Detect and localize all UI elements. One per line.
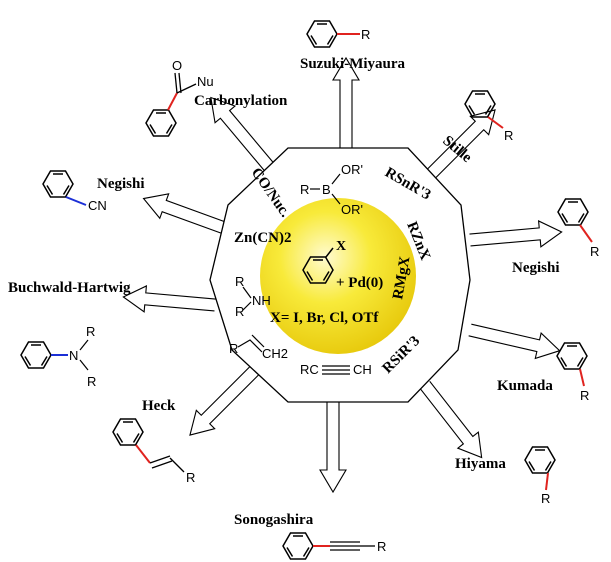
center-pd-label: + Pd(0) [336,275,383,291]
label-suzuki: Suzuki-Miyaura [300,56,406,72]
svg-text:R: R [580,388,589,403]
arrow-heck [180,360,265,445]
svg-text:NH: NH [252,293,271,308]
svg-text:R: R [590,244,599,259]
arrow-negishi-left [138,185,235,243]
center-sphere: X + Pd(0) X= I, Br, Cl, OTf [260,198,416,354]
product-negishi-right: R [557,198,599,259]
product-stille: R [464,90,513,143]
reagent-amine: R R NH [235,274,271,319]
product-suzuki: R [306,20,370,48]
reagent-alkyne: RC CH [300,362,372,377]
label-kumada: Kumada [497,378,553,394]
svg-text:CH: CH [353,362,372,377]
svg-text:R: R [186,470,195,485]
arrow-sonogashira [319,399,347,493]
products: R Suzuki-Miyaura R Stille R Negishi R Ku… [8,20,599,560]
label-negishi-right: Negishi [512,260,560,276]
svg-text:R: R [377,539,386,554]
svg-text:R: R [361,27,370,42]
reagent-boronate: R B OR' OR' [300,162,363,217]
svg-text:CH2: CH2 [262,346,288,361]
product-heck: R [112,418,195,485]
product-sonogashira: R [282,532,386,560]
center-halide-label: X= I, Br, Cl, OTf [270,310,379,326]
arrow-kumada [466,316,564,364]
svg-text:R: R [87,374,96,389]
product-hiyama: R [524,446,556,506]
svg-text:R: R [300,182,309,197]
arrow-negishi-right [468,218,564,254]
svg-text:R: R [86,324,95,339]
svg-text:R: R [235,304,244,319]
svg-text:RC: RC [300,362,319,377]
product-kumada: R [556,342,589,403]
label-hiyama: Hiyama [455,456,506,472]
svg-text:R: R [235,274,244,289]
center-x-label: X [336,239,346,254]
reagent-cyanide: Zn(CN)2 [234,230,292,246]
label-negishi-left: Negishi [97,176,145,192]
product-ketone: O Nu [145,58,214,137]
svg-text:CN: CN [88,198,107,213]
svg-text:O: O [172,58,182,73]
label-carbonylation: Carbonylation [194,93,288,109]
svg-text:B: B [322,182,331,197]
svg-text:Nu: Nu [197,74,214,89]
arrow-buchwald [121,283,217,319]
svg-text:OR': OR' [341,162,363,177]
svg-text:R: R [541,491,550,506]
svg-text:N: N [69,348,78,363]
reagent-alkene: R CH2 [229,334,288,361]
label-buchwald: Buchwald-Hartwig [8,280,131,296]
label-sonogashira: Sonogashira [234,512,314,528]
label-heck: Heck [142,398,176,414]
svg-text:R: R [229,341,238,356]
arrow-hiyama [414,376,493,467]
svg-text:OR': OR' [341,202,363,217]
svg-text:R: R [504,128,513,143]
product-buchwald: N R R [20,324,96,389]
reagent-grignard: RMgX [390,255,413,301]
product-nitrile: CN [42,170,107,213]
